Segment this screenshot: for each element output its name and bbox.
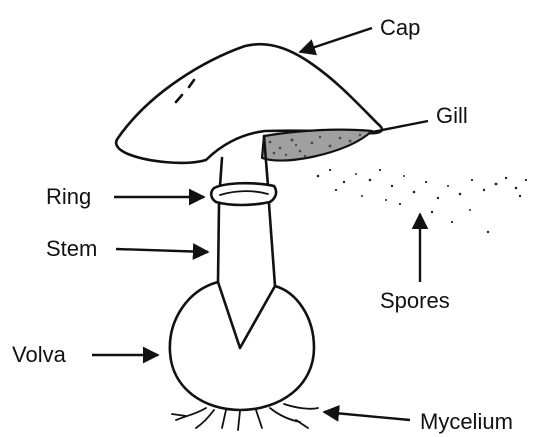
mushroom-illustration (116, 44, 382, 430)
stem-lower-left (218, 204, 219, 282)
gill-label: Gill (436, 103, 468, 128)
ring-label: Ring (46, 184, 91, 209)
mycelium-label: Mycelium (420, 409, 513, 434)
volva-label: Volva (12, 342, 67, 367)
stem-upper-left (220, 158, 222, 186)
cap-label: Cap (380, 15, 420, 40)
cap-arrow (300, 28, 372, 52)
mycelium-arrow (324, 412, 410, 420)
gill-shape (262, 130, 372, 161)
volva-shape (170, 282, 314, 410)
stem-arrow (116, 249, 208, 252)
spores-label: Spores (380, 288, 450, 313)
stem-label: Stem (46, 236, 97, 261)
stem-lower-right (269, 204, 275, 286)
spores-dots (317, 169, 527, 233)
